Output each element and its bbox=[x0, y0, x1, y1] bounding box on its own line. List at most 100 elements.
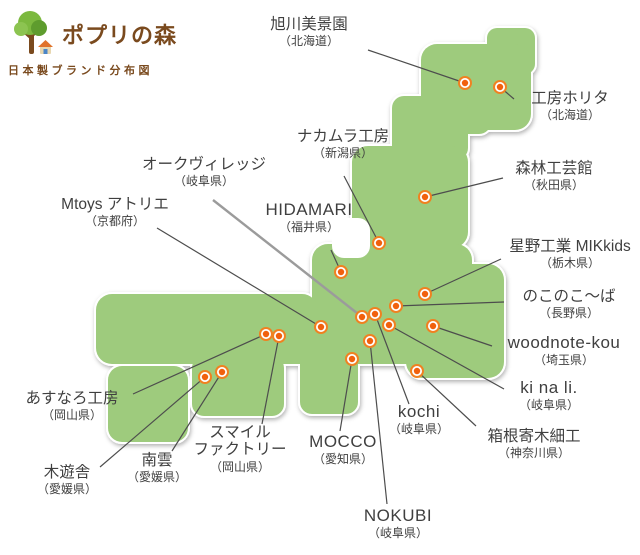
prefecture: （新潟県） bbox=[312, 146, 373, 161]
prefecture: （秋田県） bbox=[523, 178, 584, 193]
label-mocco[interactable]: MOCCO（愛知県） bbox=[302, 432, 384, 466]
marker-mtoys[interactable] bbox=[314, 320, 328, 334]
marker-core bbox=[218, 368, 226, 376]
sea-notch-toyama-bay bbox=[332, 218, 370, 258]
label-shinrin[interactable]: 森林工芸館（秋田県） bbox=[500, 160, 608, 193]
brand-name: オークヴィレッジ bbox=[141, 156, 266, 173]
brand-name: 南雲 bbox=[141, 452, 173, 469]
marker-mocco[interactable] bbox=[345, 352, 359, 366]
marker-horita[interactable] bbox=[493, 80, 507, 94]
prefecture: （愛媛県） bbox=[126, 470, 187, 485]
leader-line-hakone bbox=[416, 370, 477, 427]
label-nagumo[interactable]: 南雲（愛媛県） bbox=[120, 452, 194, 485]
marker-core bbox=[413, 367, 421, 375]
marker-core bbox=[358, 313, 366, 321]
brand-name: スマイル bbox=[209, 424, 271, 441]
brand-name: NOKUBI bbox=[363, 506, 433, 525]
marker-core bbox=[392, 302, 400, 310]
marker-core bbox=[275, 332, 283, 340]
region-shikoku bbox=[192, 356, 284, 416]
label-hakone[interactable]: 箱根寄木細工（神奈川県） bbox=[474, 428, 594, 461]
label-smile-factory[interactable]: スマイルファクトリー（岡山県） bbox=[188, 424, 292, 474]
prefecture: （北海道） bbox=[278, 34, 339, 49]
prefecture: （岐阜県） bbox=[388, 422, 449, 437]
leader-line-nokonoko bbox=[395, 301, 505, 307]
marker-ki-na-li[interactable] bbox=[382, 318, 396, 332]
region-kii bbox=[300, 348, 358, 414]
marker-core bbox=[317, 323, 325, 331]
logo-row: ポプリの森 bbox=[6, 8, 186, 60]
label-asunaro[interactable]: あすなろ工房（岡山県） bbox=[8, 390, 136, 423]
marker-hidamari[interactable] bbox=[334, 265, 348, 279]
leader-line-nokubi bbox=[369, 340, 388, 505]
label-nokonoko[interactable]: のこのこ〜ば（長野県） bbox=[506, 288, 632, 321]
region-tohoku-south bbox=[352, 146, 468, 248]
prefecture: （栃木県） bbox=[539, 256, 600, 271]
brand-name: ki na li. bbox=[520, 378, 578, 397]
label-nokubi[interactable]: NOKUBI（岐阜県） bbox=[352, 506, 444, 540]
brand-name: のこのこ〜ば bbox=[522, 288, 616, 305]
marker-core bbox=[421, 290, 429, 298]
marker-smile-factory[interactable] bbox=[272, 329, 286, 343]
brand-name: HIDAMARI bbox=[265, 200, 353, 219]
marker-core bbox=[262, 330, 270, 338]
region-kanto bbox=[406, 264, 504, 378]
label-kochi[interactable]: kochi（岐阜県） bbox=[382, 402, 456, 436]
marker-nokubi[interactable] bbox=[363, 334, 377, 348]
marker-nagumo[interactable] bbox=[215, 365, 229, 379]
label-mtoys[interactable]: Mtoys アトリエ（京都府） bbox=[44, 196, 186, 229]
logo-title: ポプリの森 bbox=[62, 23, 178, 48]
leader-line-nakamura bbox=[343, 175, 380, 244]
brand-name: Mtoys アトリエ bbox=[61, 196, 169, 213]
prefecture: （岐阜県） bbox=[367, 526, 428, 541]
logo-subtitle: 日本製ブランド分布図 bbox=[8, 65, 153, 77]
marker-oak-village[interactable] bbox=[355, 310, 369, 324]
label-mokuyusha[interactable]: 木遊舎（愛媛県） bbox=[26, 464, 108, 497]
marker-hakone[interactable] bbox=[410, 364, 424, 378]
prefecture: （岡山県） bbox=[209, 459, 270, 474]
label-oak-village[interactable]: オークヴィレッジ（岐阜県） bbox=[130, 156, 278, 189]
tree-house-icon bbox=[14, 11, 53, 54]
prefecture: （愛知県） bbox=[312, 452, 373, 467]
prefecture: （福井県） bbox=[278, 220, 339, 235]
prefecture: （岡山県） bbox=[41, 408, 102, 423]
brand-name: 木遊舎 bbox=[43, 464, 91, 481]
marker-hoshino[interactable] bbox=[418, 287, 432, 301]
marker-mokuyusha[interactable] bbox=[198, 370, 212, 384]
marker-woodnote[interactable] bbox=[426, 319, 440, 333]
marker-nakamura[interactable] bbox=[372, 236, 386, 250]
marker-asunaro[interactable] bbox=[259, 327, 273, 341]
marker-kochi[interactable] bbox=[368, 307, 382, 321]
marker-asahikawa[interactable] bbox=[458, 76, 472, 90]
leader-line-kochi bbox=[374, 313, 410, 405]
label-asahikawa[interactable]: 旭川美景園（北海道） bbox=[250, 16, 368, 49]
label-nakamura[interactable]: ナカムラ工房（新潟県） bbox=[284, 128, 402, 161]
leader-line-smile-factory bbox=[261, 335, 280, 425]
marker-shinrin[interactable] bbox=[418, 190, 432, 204]
leader-line-hoshino bbox=[424, 258, 502, 295]
label-hoshino[interactable]: 星野工業 MIKkids（栃木県） bbox=[502, 238, 638, 271]
prefecture: （埼玉県） bbox=[533, 353, 594, 368]
leader-line-asahikawa bbox=[367, 49, 466, 84]
land-fill bbox=[96, 28, 535, 442]
prefecture: （神奈川県） bbox=[497, 446, 570, 461]
region-chugoku bbox=[96, 294, 318, 364]
marker-core bbox=[429, 322, 437, 330]
brand-name-line2: ファクトリー bbox=[193, 441, 287, 459]
marker-core bbox=[496, 83, 504, 91]
brand-name: kochi bbox=[397, 402, 441, 421]
brand-name: あすなろ工房 bbox=[25, 390, 119, 407]
label-woodnote[interactable]: woodnote-kou（埼玉県） bbox=[492, 333, 636, 367]
prefecture: （長野県） bbox=[538, 306, 599, 321]
label-ki-na-li[interactable]: ki na li.（岐阜県） bbox=[498, 378, 600, 412]
label-horita[interactable]: 工房ホリタ（北海道） bbox=[514, 90, 626, 123]
prefecture: （岐阜県） bbox=[518, 398, 579, 413]
label-hidamari[interactable]: HIDAMARI（福井県） bbox=[255, 200, 363, 234]
marker-nokonoko[interactable] bbox=[389, 299, 403, 313]
leader-line-oak-village bbox=[212, 199, 363, 318]
leader-line-shinrin bbox=[424, 177, 504, 198]
prefecture: （京都府） bbox=[84, 214, 145, 229]
leader-line-nagumo bbox=[171, 371, 223, 452]
region-tohoku-north bbox=[392, 96, 468, 160]
leader-lines bbox=[99, 49, 515, 505]
